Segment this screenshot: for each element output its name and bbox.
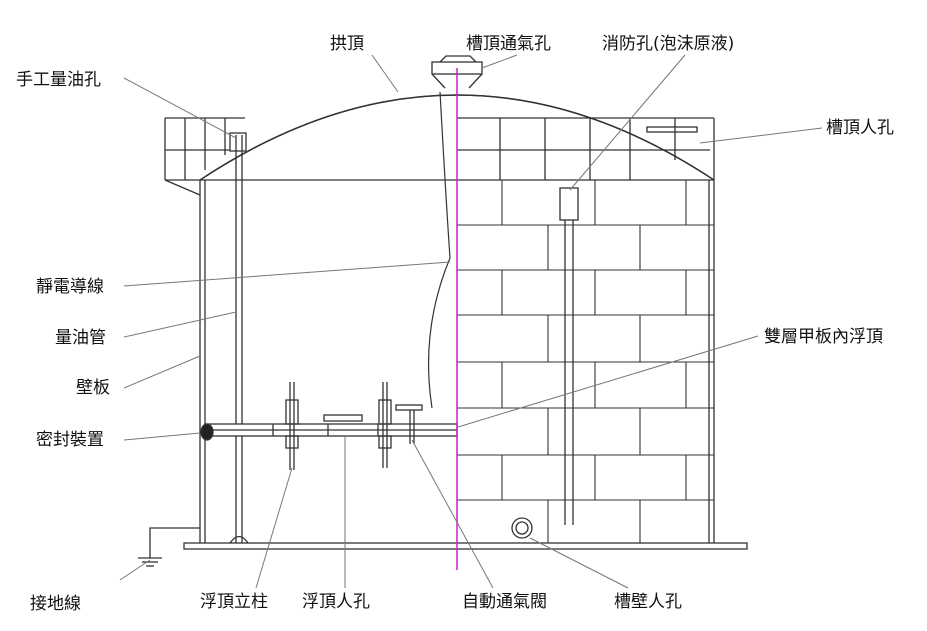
label-shell-manhole: 槽壁人孔 xyxy=(614,592,682,612)
label-roof-leg: 浮頂立柱 xyxy=(200,592,268,612)
label-fire-port: 消防孔(泡沫原液) xyxy=(602,34,735,54)
roof-leg-right xyxy=(378,382,392,468)
roof-leg-left xyxy=(285,382,299,470)
label-wall-plate: 壁板 xyxy=(76,378,110,398)
static-wire xyxy=(427,91,451,409)
label-floating-roof-manhole: 浮頂人孔 xyxy=(302,592,370,612)
label-roof-vent: 槽頂通氣孔 xyxy=(466,34,551,54)
label-roof-manhole: 槽頂人孔 xyxy=(826,118,894,138)
label-ground-wire: 接地線 xyxy=(30,594,81,614)
floating-roof xyxy=(204,404,458,444)
label-auto-vent-valve: 自動通氣閥 xyxy=(462,592,547,612)
label-seal: 密封裝置 xyxy=(36,430,104,450)
label-static-wire: 靜電導線 xyxy=(36,277,104,297)
leader-lines xyxy=(119,54,823,589)
railing-right xyxy=(457,117,715,180)
shell-manhole xyxy=(511,517,533,539)
label-double-deck-roof: 雙層甲板內浮頂 xyxy=(764,327,883,347)
ground-symbol xyxy=(138,527,200,567)
tank-base xyxy=(183,542,748,550)
railing-left xyxy=(164,117,245,196)
label-gauge-pipe: 量油管 xyxy=(55,328,106,348)
label-arched-roof: 拱頂 xyxy=(330,34,364,54)
brick-pattern xyxy=(457,180,714,543)
gauge-pipe xyxy=(229,132,249,544)
seal xyxy=(200,423,214,441)
label-gauge-hatch: 手工量油孔 xyxy=(16,70,101,90)
fire-port-pipe xyxy=(559,187,579,525)
